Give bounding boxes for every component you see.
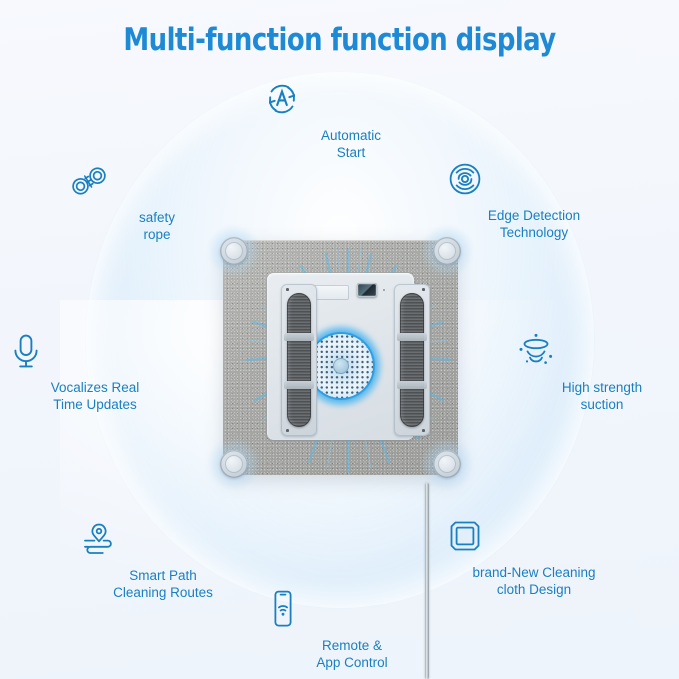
page-title: Multi-function function display [123, 22, 556, 58]
robot-body [223, 240, 458, 475]
feature-label: safety rope [138, 210, 176, 242]
feature-label: Edge Detection Technology [487, 208, 581, 240]
corner-sensor-top-left [208, 225, 260, 277]
roller-pad-left [284, 293, 314, 427]
corner-sensor-top-right [421, 225, 473, 277]
feature-label: Automatic Start [320, 128, 382, 160]
roller-pad-left-housing [281, 284, 317, 436]
feature-label: brand-New Cleaning cloth Design [472, 565, 596, 597]
feature-high-strength-suction: High strength suction [512, 330, 679, 413]
phone-wifi-icon [262, 588, 442, 630]
location-pin-path-icon [73, 518, 253, 560]
led-indicator [383, 289, 386, 292]
feature-vocalizes-updates: Vocalizes Real Time Updates [5, 330, 185, 413]
product-image [208, 225, 473, 490]
feature-smart-path: Smart Path Cleaning Routes [73, 518, 253, 601]
suction-vortex-icon [512, 330, 679, 372]
suction-fan-grille [309, 334, 373, 398]
feature-label: Remote & App Control [316, 638, 388, 670]
microphone-icon [5, 330, 185, 372]
roller-pad-right [397, 293, 427, 427]
feature-automatic-start: Automatic Start [261, 78, 441, 161]
feature-label: High strength suction [561, 380, 643, 412]
feature-safety-rope: safety rope [67, 160, 247, 243]
roller-pad-right-housing [394, 284, 430, 436]
fan-hub [333, 358, 349, 374]
cleaning-cloth-icon [444, 515, 624, 557]
feature-cleaning-cloth: brand-New Cleaning cloth Design [444, 515, 624, 598]
feature-label: Vocalizes Real Time Updates [50, 380, 140, 412]
corner-sensor-bottom-right [421, 438, 473, 490]
feature-edge-detection: Edge Detection Technology [444, 158, 624, 241]
feature-label: Smart Path Cleaning Routes [113, 568, 213, 600]
sensor-window [357, 283, 377, 297]
safety-rope-icon [67, 160, 247, 202]
automatic-start-icon [261, 78, 441, 120]
edge-detection-icon [444, 158, 624, 200]
corner-sensor-bottom-left [208, 438, 260, 490]
feature-remote-app-control: Remote & App Control [262, 588, 442, 671]
safety-power-cable [425, 483, 429, 679]
